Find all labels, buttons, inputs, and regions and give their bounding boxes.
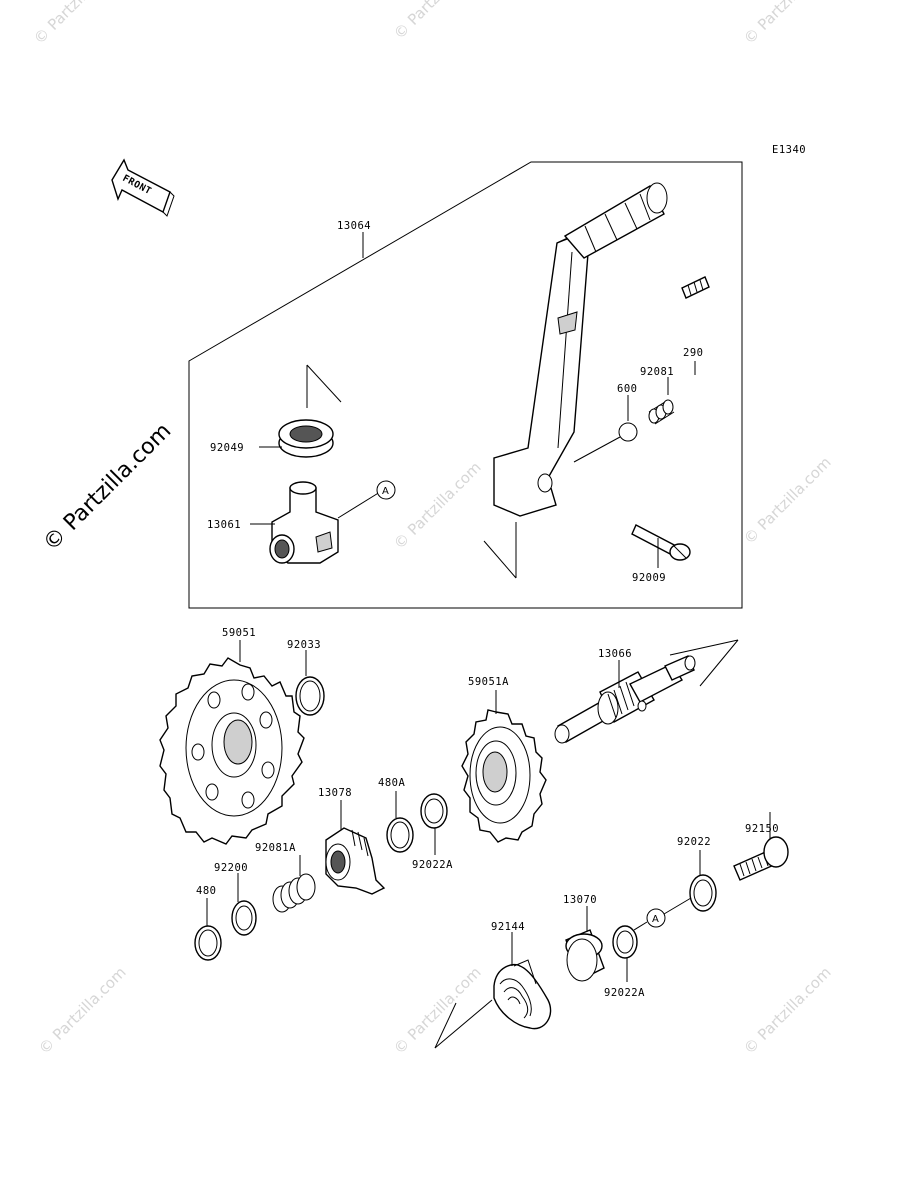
part-92150-bolt: 92150 bbox=[733, 812, 789, 881]
part-92049-oil-seal: 92049 bbox=[210, 364, 342, 458]
label-600: 600 bbox=[617, 383, 637, 395]
callout-ref-a: A bbox=[382, 486, 389, 497]
part-92081-spring: 92081 bbox=[640, 366, 675, 425]
front-arrow-icon: FRONT bbox=[111, 158, 175, 217]
part-92022-washer: A 92022 bbox=[633, 836, 717, 931]
part-13066-kick-shaft: 13066 bbox=[554, 639, 739, 744]
label-92081: 92081 bbox=[640, 366, 674, 378]
watermark-tile: © Partzilla.com bbox=[740, 0, 835, 48]
label-92144: 92144 bbox=[491, 921, 525, 933]
part-92033-ring: 92033 bbox=[287, 639, 325, 716]
watermark-tile: © Partzilla.com bbox=[740, 453, 835, 548]
label-480a: 480A bbox=[378, 777, 405, 789]
watermark-tile: © Partzilla.com bbox=[30, 0, 125, 48]
label-13066: 13066 bbox=[598, 648, 632, 660]
kick-pedal-arm bbox=[483, 182, 668, 579]
part-92081a-spring: 92081A bbox=[255, 842, 316, 913]
label-290: 290 bbox=[683, 347, 703, 359]
diagram-code: E1340 bbox=[772, 144, 806, 156]
part-59051-gear: 59051 bbox=[159, 627, 305, 845]
label-13070: 13070 bbox=[563, 894, 597, 906]
label-92049: 92049 bbox=[210, 442, 244, 454]
label-92009: 92009 bbox=[632, 572, 666, 584]
part-92009-bolt: 92009 bbox=[631, 524, 691, 584]
label-13061: 13061 bbox=[207, 519, 241, 531]
label-13064: 13064 bbox=[337, 220, 371, 232]
watermark-tile: © Partzilla.com bbox=[740, 963, 835, 1058]
watermark-main: © Partzilla.com bbox=[39, 419, 177, 557]
part-59051a-gear: 59051A bbox=[461, 676, 547, 843]
label-92033: 92033 bbox=[287, 639, 321, 651]
part-13070-guide: 13070 bbox=[563, 894, 605, 982]
part-480a-circlip: 480A bbox=[378, 777, 414, 853]
label-92022: 92022 bbox=[677, 836, 711, 848]
label-92150: 92150 bbox=[745, 823, 779, 835]
label-92200: 92200 bbox=[214, 862, 248, 874]
part-92200-washer: 92200 bbox=[214, 862, 257, 936]
label-13078: 13078 bbox=[318, 787, 352, 799]
part-92144-spring: 92144 bbox=[434, 921, 552, 1049]
label-59051a: 59051A bbox=[468, 676, 509, 688]
part-92022a-washer-upper: 92022A bbox=[412, 793, 453, 871]
watermark-tile: © Partzilla.com bbox=[35, 963, 130, 1058]
watermark-tile: © Partzilla.com bbox=[390, 0, 485, 43]
part-600-ball: 600 bbox=[573, 383, 638, 463]
part-92022a-washer-lower: 92022A bbox=[604, 925, 645, 999]
part-13078-ratchet: 13078 bbox=[318, 787, 386, 895]
part-480-circlip: 480 bbox=[194, 885, 222, 961]
label-92022a-lower: 92022A bbox=[604, 987, 645, 999]
label-92081a: 92081A bbox=[255, 842, 296, 854]
part-13061-kick-boss: A 13061 bbox=[207, 480, 396, 564]
label-92022a-upper: 92022A bbox=[412, 859, 453, 871]
watermark-tile: © Partzilla.com bbox=[390, 458, 485, 553]
part-290-spring: 290 bbox=[681, 276, 710, 375]
label-480: 480 bbox=[196, 885, 216, 897]
kick-pedal-assembly-box: 13064 bbox=[188, 161, 743, 609]
label-59051: 59051 bbox=[222, 627, 256, 639]
callout-ref-a-lower: A bbox=[652, 914, 659, 925]
